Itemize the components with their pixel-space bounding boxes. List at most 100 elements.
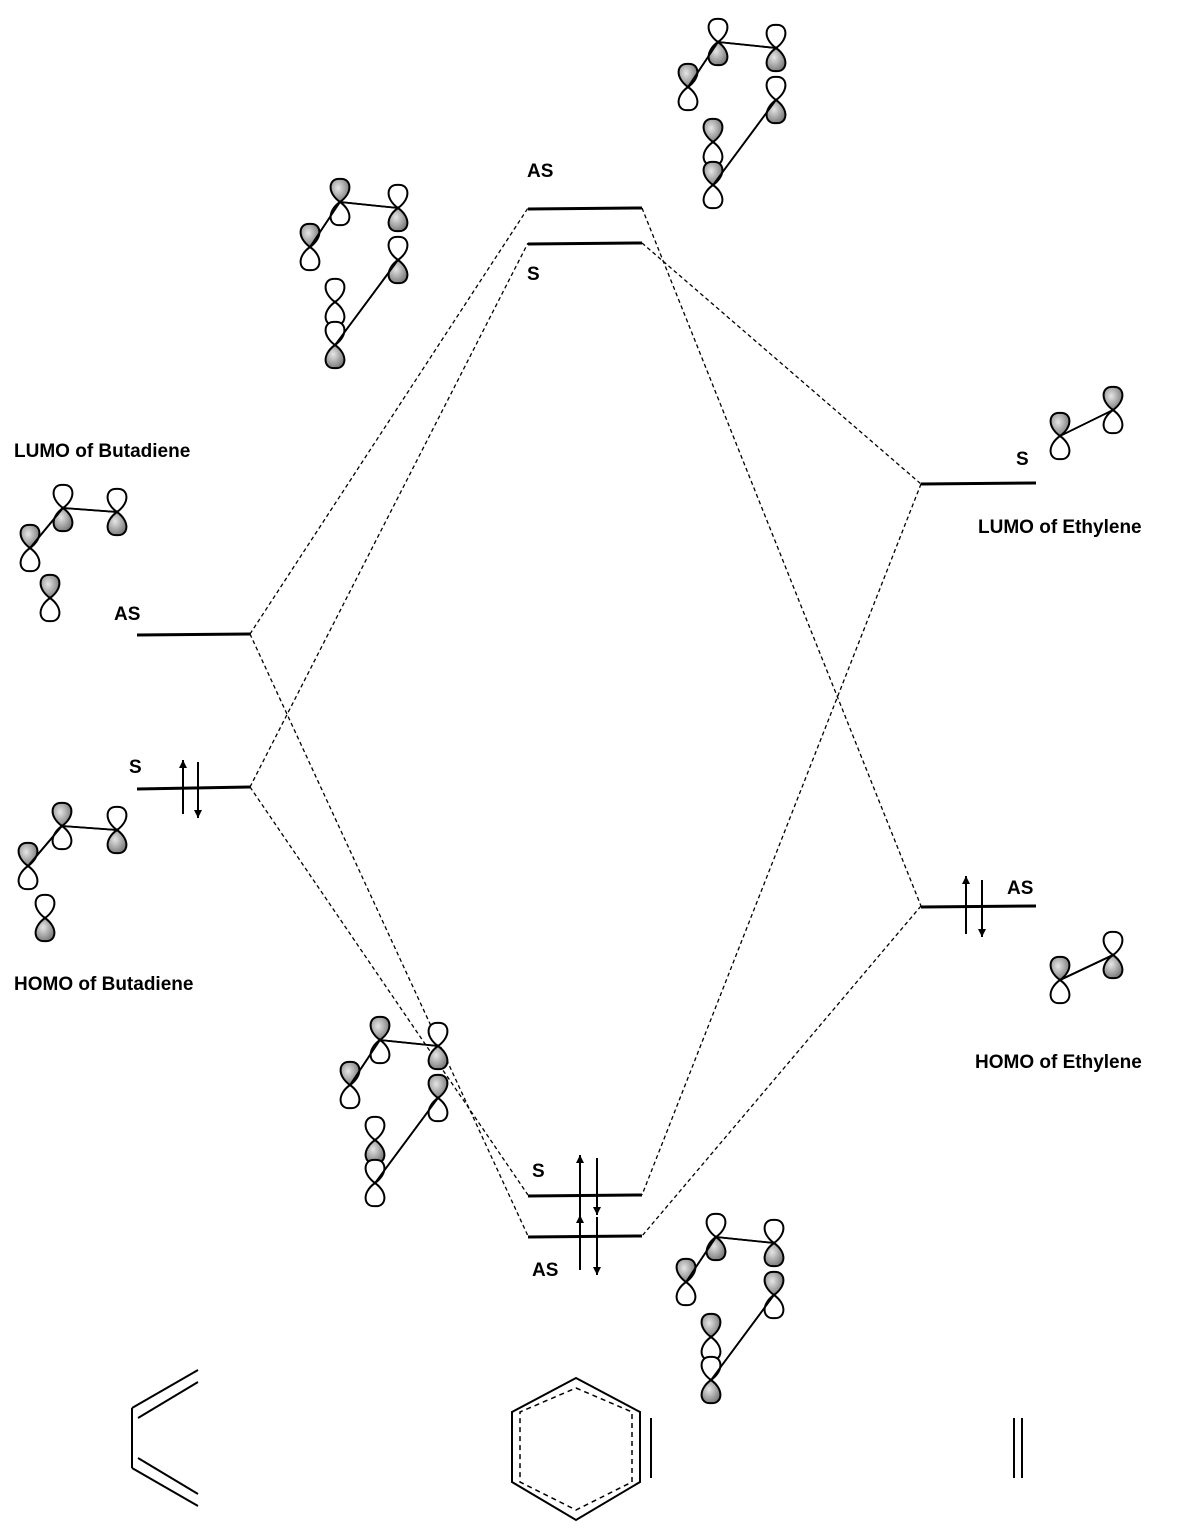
ethylene-homo-orbitals (1049, 930, 1124, 1005)
ts-bottom-as-level (527, 1234, 643, 1239)
orbital-lobe (106, 510, 128, 537)
orbital-lobe (324, 277, 346, 304)
orbital-lobe (700, 1312, 722, 1339)
orbital-lobe (19, 546, 41, 573)
orbital-lobe (369, 1015, 391, 1042)
orbital-lobe (427, 1073, 449, 1100)
orbital-lobe (707, 40, 729, 67)
orbital-lobe (765, 75, 787, 102)
orbital-lobe (1102, 408, 1124, 435)
corr-line (641, 207, 922, 907)
ts-top-s-level (527, 241, 643, 246)
butadiene-homo-level (136, 785, 251, 791)
corr-line (641, 242, 922, 485)
orbital-lobe (1102, 385, 1124, 412)
symmetry-label: AS (532, 1260, 558, 1281)
corr-line (249, 207, 529, 635)
orbital-lobe (364, 1181, 386, 1208)
ethylene-lumo-level (920, 481, 1037, 486)
lumo-butadiene-label: LUMO of Butadiene (14, 441, 190, 462)
orbital-lobe (702, 160, 724, 187)
ts-top-as-level (527, 206, 643, 211)
orbital-lobe (324, 320, 346, 347)
ts-lower-left-orbitals (339, 1015, 449, 1208)
orbital-lobe (1102, 930, 1124, 957)
orbital-lobe (329, 200, 351, 227)
spin-down-arrow-icon (593, 1158, 601, 1215)
orbital-lobe (677, 85, 699, 112)
orbital-lobe (427, 1021, 449, 1048)
orbital-lobe (705, 1212, 727, 1239)
orbital-lobe (765, 98, 787, 125)
orbital-lobe (765, 46, 787, 73)
orbital-lobe (299, 222, 321, 249)
orbital-lobe (677, 62, 699, 89)
spin-up-arrow-icon (576, 1155, 584, 1215)
homo-ethylene-label: HOMO of Ethylene (975, 1052, 1142, 1073)
orbital-lobe (700, 1355, 722, 1382)
spin-down-arrow-icon (593, 1217, 601, 1275)
corr-line (641, 483, 922, 1196)
orbital-lobe (324, 343, 346, 370)
orbital-lobe (39, 573, 61, 600)
orbital-lobe (19, 523, 41, 550)
orbital-lobe (387, 235, 409, 262)
orbital-lobe (763, 1241, 785, 1268)
homo-butadiene-label: HOMO of Butadiene (14, 974, 193, 995)
orbital-lobe (427, 1044, 449, 1071)
orbital-lobe (1049, 434, 1071, 461)
orbital-drawings (17, 17, 1124, 1405)
spin-down-arrow-icon (978, 880, 986, 937)
butadiene-structure (131, 1369, 199, 1507)
lumo-ethylene-label: LUMO of Ethylene (978, 517, 1142, 538)
orbital-lobe (299, 245, 321, 272)
symmetry-label: AS (114, 604, 140, 625)
spin-up-arrow-icon (576, 1215, 584, 1270)
orbital-lobe (364, 1115, 386, 1142)
butadiene-lumo-level (136, 632, 251, 637)
corr-line (641, 905, 922, 1237)
orbital-lobe (364, 1158, 386, 1185)
orbital-lobe (765, 23, 787, 50)
orbital-lobe (700, 1378, 722, 1405)
orbital-lobe (705, 1235, 727, 1262)
orbital-lobe (427, 1096, 449, 1123)
orbital-lobe (387, 183, 409, 210)
orbital-lobe (34, 916, 56, 943)
ts-lower-right-orbitals (675, 1212, 785, 1405)
orbital-lobe (329, 177, 351, 204)
orbital-lobe (51, 824, 73, 851)
orbital-lobe (106, 487, 128, 514)
butadiene-homo-orbitals (17, 801, 128, 943)
orbital-lobe (675, 1280, 697, 1307)
orbital-lobe (52, 506, 74, 533)
orbital-lobe (17, 841, 39, 868)
spin-up-arrow-icon (179, 760, 187, 814)
ethylene-homo-level (920, 904, 1037, 909)
orbital-lobe (675, 1257, 697, 1284)
orbital-lobe (1102, 953, 1124, 980)
transition-state-structure (511, 1376, 652, 1522)
symmetry-label: S (1016, 449, 1029, 470)
symmetry-label: AS (1007, 878, 1033, 899)
energy-levels (136, 206, 1037, 1239)
orbital-lobe (763, 1218, 785, 1245)
orbital-lobe (51, 801, 73, 828)
orbital-lobe (34, 893, 56, 920)
orbital-lobe (39, 596, 61, 623)
ts-upper-left-orbitals (299, 177, 409, 370)
ethylene-structure (1013, 1418, 1023, 1478)
orbital-lobe (17, 864, 39, 891)
spin-up-arrow-icon (962, 876, 970, 934)
orbital-lobe (106, 828, 128, 855)
orbital-lobe (339, 1060, 361, 1087)
spin-down-arrow-icon (194, 762, 202, 818)
corr-line (249, 786, 529, 1196)
orbital-lobe (1049, 411, 1071, 438)
orbital-lobe (52, 483, 74, 510)
butadiene-lumo-orbitals (19, 483, 128, 623)
ethylene-lumo-orbitals (1049, 385, 1124, 461)
ts-bottom-s-level (527, 1193, 643, 1198)
orbital-lobe (702, 183, 724, 210)
